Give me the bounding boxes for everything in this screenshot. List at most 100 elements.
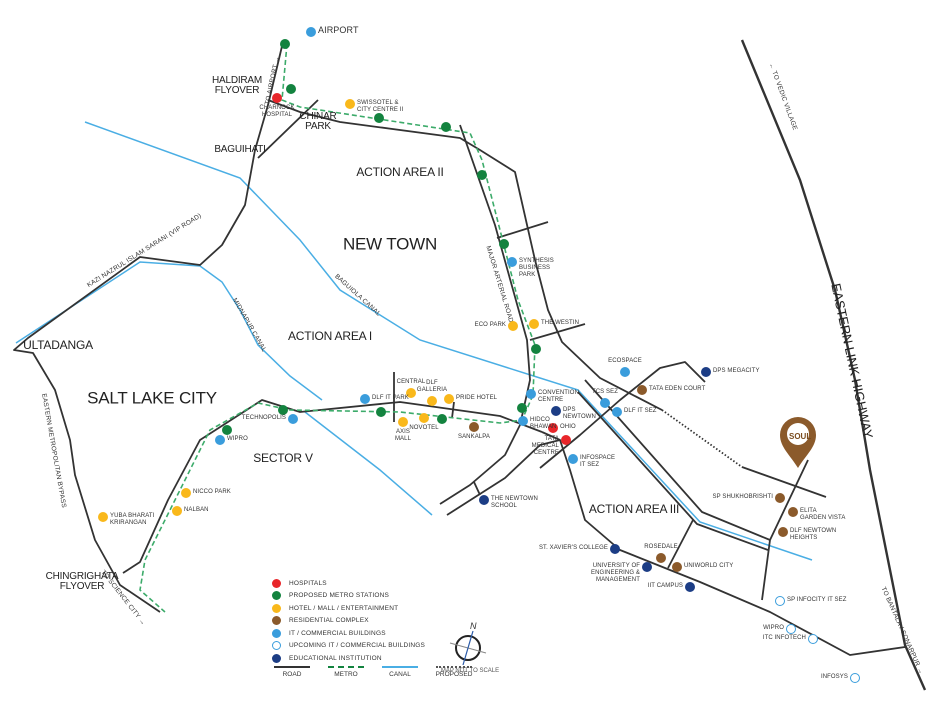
marker-label: CENTRAL — [396, 379, 426, 385]
marker-label: INFOSYS — [820, 674, 848, 680]
infospace-road — [539, 361, 706, 469]
residential-dot-icon — [788, 507, 798, 517]
upcoming-dot-icon — [775, 596, 785, 606]
eco-park-crossroad — [529, 323, 586, 341]
marker-label: CHARNOCK HOSPITAL — [259, 105, 295, 118]
legend-item-label: PROPOSED METRO STATIONS — [289, 592, 390, 600]
education-dot-icon — [479, 495, 489, 505]
it-dot-icon — [612, 407, 622, 417]
marker-label: ST. XAVIER'S COLLEGE — [538, 545, 608, 551]
legend-item-label: HOSPITALS — [289, 579, 327, 587]
it-dot-icon — [568, 454, 578, 464]
area-label-haldiram-flyover: HALDIRAM FLYOVER — [211, 75, 263, 96]
marker-label: TATA EDEN COURT — [649, 386, 706, 392]
marker-label: ECO PARK — [474, 322, 506, 328]
legend-item: HOSPITALS — [272, 577, 425, 590]
upcoming-dot-icon — [850, 673, 860, 683]
legend-item: HOTEL / MALL / ENTERTAINMENT — [272, 602, 425, 615]
legend-item-label: EDUCATIONAL INSTITUTION — [289, 654, 382, 662]
compass-icon — [449, 630, 487, 666]
marker-label: THE NEWTOWN SCHOOL — [491, 496, 538, 509]
hotel-dot-icon — [529, 319, 539, 329]
marker-label: DPS NEWTOWN — [563, 407, 596, 420]
it-dot-icon — [518, 416, 528, 426]
vip-road — [13, 41, 284, 613]
it-dot-icon — [507, 257, 517, 267]
legend-item-label: RESIDENTIAL COMPLEX — [289, 617, 369, 625]
hotel-dot-icon — [172, 506, 182, 516]
area-label-sector-v: SECTOR V — [253, 451, 313, 465]
education-dot-icon — [642, 562, 652, 572]
hotel-dot-icon — [98, 512, 108, 522]
legend-proposed: PROPOSED — [434, 666, 474, 678]
area-label-new-town: NEW TOWN — [342, 234, 438, 254]
marker-label: NALBAN — [184, 507, 209, 513]
marker-label: TATA MEDICAL CENTRE — [531, 436, 559, 456]
the-soul-location-pin — [780, 417, 816, 468]
metro-dot-icon — [278, 405, 288, 415]
marker-label: WIPRO — [763, 625, 784, 631]
legend-line-types: ROAD METRO CANAL PROPOSED — [272, 666, 474, 678]
area-label-chinar-park: CHINAR PARK — [299, 111, 337, 132]
legend: HOSPITALS PROPOSED METRO STATIONS HOTEL / … — [272, 577, 425, 665]
residential-dot-icon — [469, 422, 479, 432]
metro-dot-icon — [477, 170, 487, 180]
marker-label: ITC INFOTECH — [762, 635, 806, 641]
haldiram-road — [267, 99, 663, 411]
hospital-dot-icon — [272, 578, 281, 588]
action-area-3-road — [541, 431, 906, 656]
upcoming-dot-icon — [272, 641, 281, 651]
residential-dot-icon — [778, 527, 788, 537]
legend-item: IT / COMMERCIAL BUILDINGS — [272, 627, 425, 640]
legend-road-label: ROAD — [282, 671, 302, 678]
legend-canal-label: CANAL — [389, 671, 411, 678]
metro-dot-icon — [222, 425, 232, 435]
marker-label: DLF NEWTOWN HEIGHTS — [790, 528, 837, 541]
marker-label: INFOSPACE IT SEZ — [580, 455, 616, 468]
it-dot-icon — [360, 394, 370, 404]
area-label-chingrighata-flyover: CHINGRIGHATA FLYOVER — [45, 571, 119, 592]
it-dot-icon — [215, 435, 225, 445]
metro-dot-icon — [376, 407, 386, 417]
legend-metro: METRO — [326, 666, 366, 678]
canals — [15, 121, 813, 561]
marker-label: UNIWORLD CITY — [684, 563, 734, 569]
marker-label: HIDCO BHAWAN — [530, 417, 557, 430]
hotel-dot-icon — [419, 413, 429, 423]
hotel-dot-icon — [398, 417, 408, 427]
marker-label: TECHNOPOLIS — [241, 415, 286, 421]
legend-metro-label: METRO — [334, 671, 358, 678]
metro-dot-icon — [437, 414, 447, 424]
residential-dot-icon — [656, 553, 666, 563]
metro-dot-icon — [374, 113, 384, 123]
legend-canal: CANAL — [380, 666, 420, 678]
education-dot-icon — [701, 367, 711, 377]
marker-label: IIT CAMPUS — [647, 583, 683, 589]
compass-north-label: N — [470, 621, 477, 631]
legend-item-label: UPCOMING IT / COMMERCIAL BUILDINGS — [289, 642, 426, 650]
it-dot-icon — [306, 27, 316, 37]
marker-label: ECOSPACE — [608, 358, 642, 364]
sector-v-canal — [304, 411, 433, 516]
hotel-dot-icon — [406, 388, 416, 398]
marker-label: DLF GALLERIA — [416, 380, 448, 393]
rosedale-road — [667, 519, 694, 569]
legend-proposed-label: PROPOSED — [435, 671, 473, 678]
baguihati-road — [257, 99, 319, 159]
marker-label: SANKALPA — [457, 434, 491, 440]
hospital-dot-icon — [272, 93, 282, 103]
canal-road-south — [577, 391, 769, 551]
marker-label: AIRPORT — [318, 25, 359, 35]
legend-item-label: IT / COMMERCIAL BUILDINGS — [289, 629, 386, 637]
legend-item: PROPOSED METRO STATIONS — [272, 590, 425, 603]
connector-road — [473, 481, 481, 496]
it-dot-icon — [272, 628, 281, 638]
it-dot-icon — [620, 367, 630, 377]
legend-item-label: HOTEL / MALL / ENTERTAINMENT — [289, 604, 399, 612]
residential-dot-icon — [775, 493, 785, 503]
metro-dot-icon — [272, 591, 281, 601]
it-dot-icon — [288, 414, 298, 424]
soul-road — [741, 466, 827, 498]
residential-dot-icon — [637, 385, 647, 395]
